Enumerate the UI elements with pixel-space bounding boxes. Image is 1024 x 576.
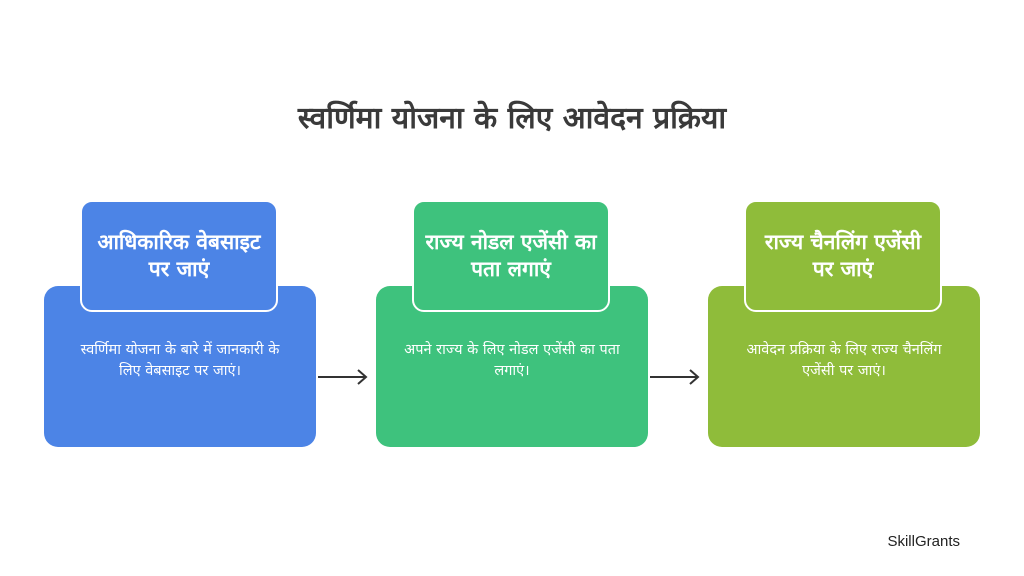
step-2-body xyxy=(376,286,648,447)
step-1-heading: आधिकारिक वेबसाइट पर जाएं xyxy=(80,200,278,312)
step-2-card: राज्य नोडल एजेंसी का पता लगाएं अपने राज्… xyxy=(376,200,648,447)
arrow-right-icon xyxy=(318,369,368,385)
step-3-heading: राज्य चैनलिंग एजेंसी पर जाएं xyxy=(744,200,942,312)
step-3-card: राज्य चैनलिंग एजेंसी पर जाएं आवेदन प्रक्… xyxy=(708,200,980,447)
step-3-body xyxy=(708,286,980,447)
step-3-description: आवेदन प्रक्रिया के लिए राज्य चैनलिंग एजे… xyxy=(746,342,942,379)
step-2-heading: राज्य नोडल एजेंसी का पता लगाएं xyxy=(412,200,610,312)
step-1-card: आधिकारिक वेबसाइट पर जाएं स्वर्णिमा योजना… xyxy=(44,200,316,447)
brand-label: SkillGrants xyxy=(887,533,960,550)
diagram-title: स्वर्णिमा योजना के लिए आवेदन प्रक्रिया xyxy=(297,101,727,136)
step-2-description: अपने राज्य के लिए नोडल एजेंसी का पता लगा… xyxy=(404,342,620,379)
arrow-right-icon xyxy=(650,369,700,385)
step-1-description: स्वर्णिमा योजना के बारे में जानकारी के ल… xyxy=(80,342,280,379)
step-1-body xyxy=(44,286,316,447)
